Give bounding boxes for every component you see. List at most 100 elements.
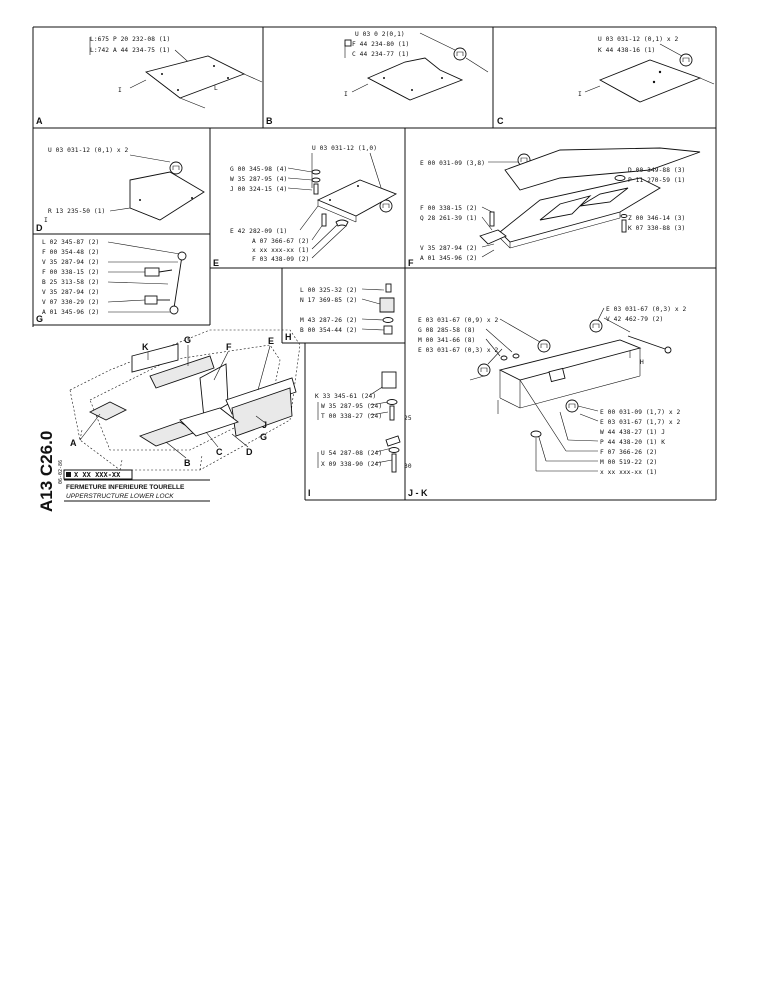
overview-letter-g2: G xyxy=(260,432,267,442)
panel-d-plate xyxy=(129,171,205,221)
panel-c-label-1: U 03 031-12 (0,1) x 2 xyxy=(598,36,679,43)
panel-a-label-1: L:675 P 20 232-08 (1) xyxy=(90,36,170,43)
panel-c-clip-icon xyxy=(679,53,693,67)
panel-i-dim-1: 25 xyxy=(404,415,412,422)
panel-jk-label-12: M 00 519-22 (2) xyxy=(600,459,657,466)
panel-d-label-1: U 03 031-12 (0,1) x 2 xyxy=(48,147,129,154)
panel-jk-label-6: E 03 031-67 (0,3) x 2 xyxy=(418,347,499,354)
panel-c-letter: C xyxy=(497,116,504,126)
panel-jk-label-4: G 08 285-58 (8) xyxy=(418,327,475,334)
panel-jk-label-5: M 00 341-66 (8) xyxy=(418,337,475,344)
panel-f-label-4: F 00 338-15 (2) xyxy=(420,205,477,212)
panel-g-label-6: V 35 287-94 (2) xyxy=(42,289,99,296)
panel-b-clip-icon xyxy=(453,47,467,61)
panel-h-letter: H xyxy=(285,332,292,342)
part-number: X XX XXX-XX xyxy=(74,471,121,479)
panel-jk-label-3: E 03 031-67 (0,9) x 2 xyxy=(418,317,499,324)
panel-h-label-4: B 00 354-44 (2) xyxy=(300,327,357,334)
panel-c-dim-i: I xyxy=(578,91,582,98)
panel-i-dim-2: 30 xyxy=(404,463,412,470)
panel-e-label-4: J 00 324-15 (4) xyxy=(230,186,287,193)
panel-b-letter: B xyxy=(266,116,273,126)
title-en: UPPERSTRUCTURE LOWER LOCK xyxy=(66,493,174,500)
panel-e-label-2: G 00 345-98 (4) xyxy=(230,166,287,173)
panel-e-label-1: U 03 031-12 (1,0) xyxy=(312,145,377,152)
panel-h-label-3: M 43 287-26 (2) xyxy=(300,317,357,324)
panel-i-letter: I xyxy=(308,488,311,498)
panel-g-label-2: F 00 354-48 (2) xyxy=(42,249,99,256)
panel-f-label-9: A 01 345-96 (2) xyxy=(420,255,477,262)
overview-machine: K G F E J G A B C D xyxy=(69,329,301,471)
panel-h: H L 00 325-32 (2) N 17 369-85 (2) M 43 2… xyxy=(285,283,395,342)
overview-letter-e: E xyxy=(268,336,274,346)
title-fr: FERMETURE INFERIEURE TOURELLE xyxy=(66,484,185,491)
panel-jk-label-1: E 03 031-67 (0,3) x 2 xyxy=(606,306,687,313)
panel-i-label-3: T 00 338-27 (24) xyxy=(321,413,382,420)
panel-f-label-6: Z 00 346-14 (3) xyxy=(628,215,685,222)
panel-b: B U 03 0 2(0,1) F 44 234-80 (1) C 44 234… xyxy=(266,31,489,126)
panel-g-label-7: V 07 330-29 (2) xyxy=(42,299,99,306)
panel-d-letter: D xyxy=(36,223,43,233)
panel-f-cover xyxy=(504,147,701,191)
overview-part-k xyxy=(131,343,179,373)
overview-part-j xyxy=(231,387,293,437)
panel-a-letter: A xyxy=(36,116,43,126)
overview-letter-d: D xyxy=(246,447,253,457)
panel-e-plate xyxy=(316,179,398,217)
overview-part-c xyxy=(179,407,239,437)
panel-jk-clip-icon-3 xyxy=(477,363,491,377)
doc-date: 06-02-86 xyxy=(58,460,64,484)
panel-i-label-1: K 33 345-61 (24) xyxy=(315,393,376,400)
overview-part-g-top xyxy=(149,355,215,389)
panel-g-label-1: L 02 345-87 (2) xyxy=(42,239,99,246)
panel-e-label-7: x xx xxx-xx (1) xyxy=(252,247,309,254)
panel-f: F E 00 031-09 (3,8) D 00 349-88 (3) P 11… xyxy=(408,147,701,268)
panel-g-label-4: F 00 338-15 (2) xyxy=(42,269,99,276)
panel-jk-door xyxy=(498,339,642,381)
panel-b-plate xyxy=(366,57,464,101)
panel-b-label-2: F 44 234-80 (1) xyxy=(352,41,409,48)
panel-jk-label-10: P 44 438-20 (1) K xyxy=(600,439,665,446)
panel-f-label-2: D 00 349-88 (3) xyxy=(628,167,685,174)
panel-jk-label-9: W 44 438-27 (1) J xyxy=(600,429,665,436)
panel-f-label-3: P 11 270-59 (1) xyxy=(628,177,685,184)
panel-i: I K 33 345-61 (24) W 35 287-95 (24) T 00… xyxy=(308,371,412,498)
panel-jk-label-8: E 03 031-67 (1,7) x 2 xyxy=(600,419,681,426)
grid-frame xyxy=(32,26,717,501)
panel-a: A L:675 P 20 232-08 (1) L:742 A 44 234-7… xyxy=(36,36,263,126)
panel-b-dim-i: I xyxy=(344,91,348,98)
panel-i-label-5: X 09 338-90 (24) xyxy=(321,461,382,468)
panel-e-label-5: E 42 282-09 (1) xyxy=(230,228,287,235)
panel-i-label-2: W 35 287-95 (24) xyxy=(321,403,382,410)
title-block: A13 C26.0 06-02-86 X XX XXX-XX FERMETURE… xyxy=(37,431,210,512)
panel-d-dim-i: I xyxy=(44,217,48,224)
panel-jk-clip-icon-1 xyxy=(589,319,603,333)
panel-c: C U 03 031-12 (0,1) x 2 K 44 438-16 (1) … xyxy=(497,36,715,126)
panel-jk: J - K E 03 031-67 (0,3) x 2 V 42 462-79 … xyxy=(408,306,687,498)
panel-h-label-1: L 00 325-32 (2) xyxy=(300,287,357,294)
panel-a-dim-i: I xyxy=(118,87,122,94)
panel-g-label-3: V 35 287-94 (2) xyxy=(42,259,99,266)
panel-c-label-2: K 44 438-16 (1) xyxy=(598,47,655,54)
panel-f-label-8: V 35 287-94 (2) xyxy=(420,245,477,252)
panel-g-label-5: B 25 313-58 (2) xyxy=(42,279,99,286)
panel-e-label-6: A 07 366-67 (2) xyxy=(252,238,309,245)
panel-f-label-1: E 00 031-09 (3,8) xyxy=(420,160,485,167)
panel-g-label-8: A 01 345-96 (2) xyxy=(42,309,99,316)
part-number-marker xyxy=(66,472,71,477)
panel-g-letter: G xyxy=(36,314,43,324)
overview-letter-g1: G xyxy=(184,335,191,345)
overview-letter-c: C xyxy=(216,447,223,457)
panel-b-label-1: U 03 0 2(0,1) xyxy=(355,31,405,38)
overview-part-a xyxy=(88,401,128,421)
panel-b-label-3: C 44 234-77 (1) xyxy=(352,51,409,58)
panel-jk-rod xyxy=(627,335,669,351)
panel-d-label-2: R 13 235-50 (1) xyxy=(48,208,105,215)
overview-letter-k: K xyxy=(142,342,149,352)
panel-d-clip-icon xyxy=(169,161,183,175)
panel-a-dim-l: L xyxy=(214,85,218,92)
panel-i-label-4: U 54 287-08 (24) xyxy=(321,450,382,457)
panel-a-label-2: L:742 A 44 234-75 (1) xyxy=(90,47,170,54)
panel-jk-label-2: V 42 462-79 (2) xyxy=(606,316,663,323)
